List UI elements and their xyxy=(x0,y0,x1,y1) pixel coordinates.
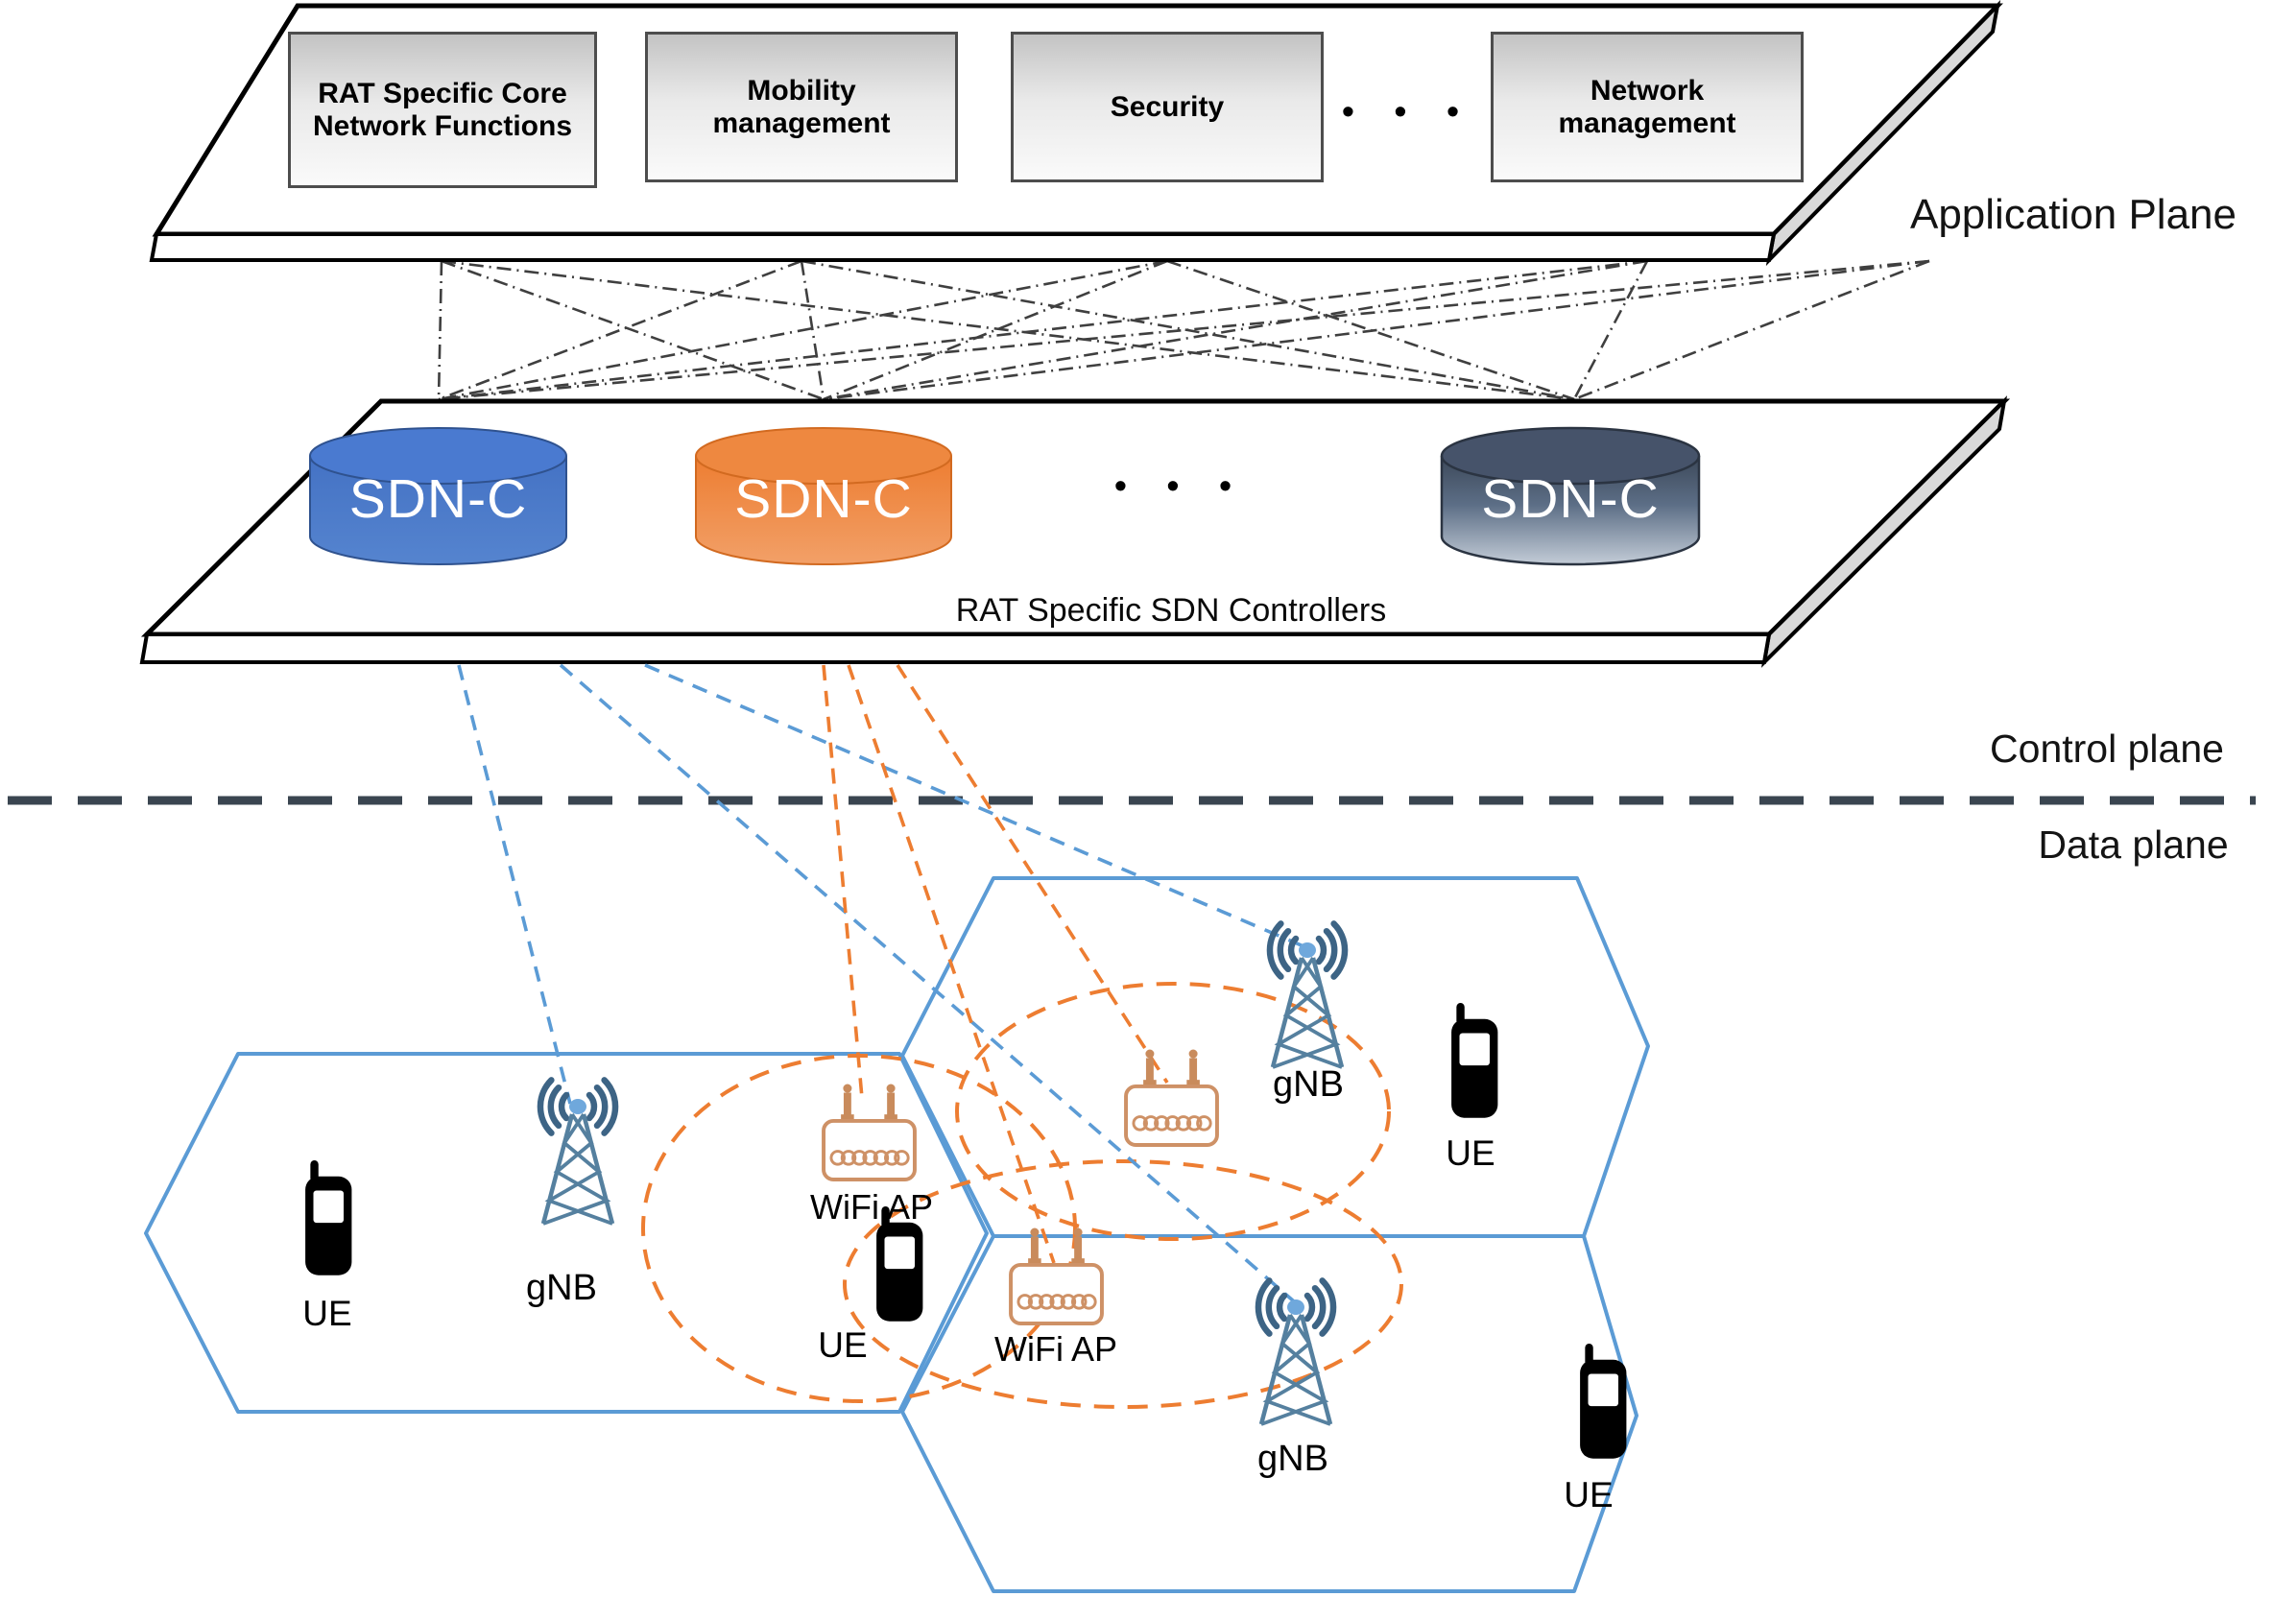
gnb-tower-icon-bottom-right xyxy=(1258,1280,1333,1424)
sdnc-to-gnb-links xyxy=(457,663,1304,1303)
app-box-security: Security xyxy=(1011,32,1324,182)
hex-cell-left xyxy=(144,1052,989,1414)
gnb-label-left: gNB xyxy=(526,1268,597,1308)
wifi-ap-icon-left xyxy=(824,1085,915,1180)
sdn-controller-orange-cylinder xyxy=(695,427,952,565)
gnb-label-bottom-right: gNB xyxy=(1257,1439,1328,1479)
ue-label-center: UE xyxy=(818,1325,868,1365)
application-plane-label: Application Plane xyxy=(1909,191,2236,238)
sdn-controller-dark-cylinder xyxy=(1440,426,1701,566)
coverage-ellipse-bottom xyxy=(843,1159,1403,1409)
ue-label-bottom-right: UE xyxy=(1564,1475,1614,1514)
data-plane-label: Data plane xyxy=(2038,822,2229,867)
gnb-tower-icon-top-right xyxy=(1270,923,1345,1067)
gnb-label-top-right: gNB xyxy=(1273,1064,1344,1105)
wifi-ap-icon-bottom xyxy=(1011,1228,1102,1323)
app-to-controller-mesh xyxy=(437,259,1930,401)
gnb-tower-icon-left xyxy=(540,1080,615,1224)
wifi-ap-icon-top xyxy=(1126,1050,1217,1145)
ue-label-top-right: UE xyxy=(1446,1133,1495,1173)
app-box-rat-core-functions: RAT Specific Core Network Functions xyxy=(288,32,597,188)
sdnc-label-blue: SDN-C xyxy=(348,468,528,530)
sdnc-ellipsis: • • • xyxy=(1114,465,1247,505)
wifi-ap-label-bottom: WiFi AP xyxy=(993,1329,1117,1369)
app-boxes-ellipsis: • • • xyxy=(1342,91,1474,131)
sdnc-to-wifi-links xyxy=(822,664,1169,1264)
ue-phone-icon-left xyxy=(305,1160,352,1275)
sdnc-label-orange: SDN-C xyxy=(734,468,913,530)
sdn-controller-blue-cylinder xyxy=(309,427,567,565)
sdn-controllers-caption: RAT Specific SDN Controllers xyxy=(955,592,1387,629)
hex-cell-bottom-right xyxy=(900,1234,1638,1593)
coverage-ellipse-top xyxy=(955,982,1391,1241)
app-box-mobility-management: Mobility management xyxy=(645,32,958,182)
control-plane-label: Control plane xyxy=(1990,727,2224,771)
app-box-network-management: Network management xyxy=(1491,32,1804,182)
wifi-ap-label-left: WiFi AP xyxy=(809,1187,933,1227)
ue-phone-icon-top-right xyxy=(1451,1003,1498,1118)
ue-label-left: UE xyxy=(302,1294,352,1333)
cell-hexagons xyxy=(144,876,1650,1593)
sdnc-label-dark: SDN-C xyxy=(1481,468,1660,530)
